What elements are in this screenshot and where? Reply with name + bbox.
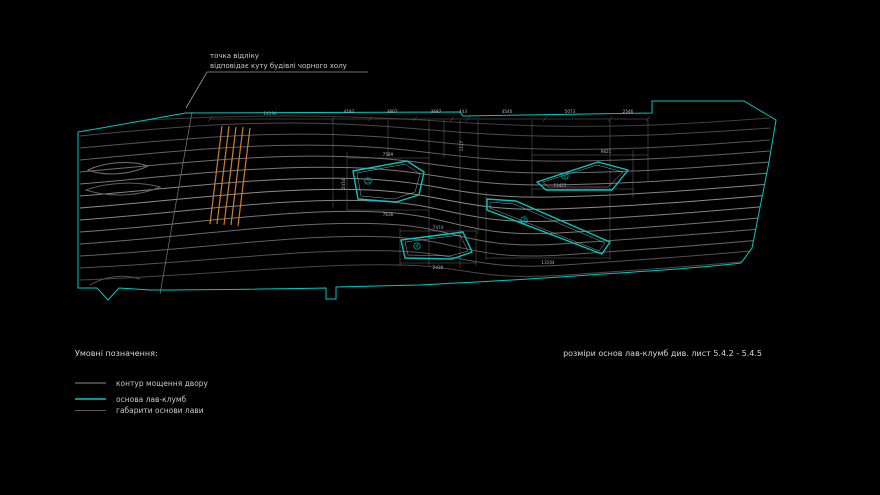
site-boundary-outline: [77, 100, 777, 301]
dim-label: 2434: [341, 178, 346, 189]
dim-label: 443: [459, 109, 467, 114]
bench-base-1: 1: [352, 160, 425, 203]
shape-3-number: 3: [523, 218, 526, 223]
reference-axis-line: [159, 111, 193, 295]
paving-contour-lines: [79, 115, 771, 286]
dim-label: 5073: [565, 109, 576, 114]
shape-3-marker: [520, 216, 528, 224]
annotation-line1: точка відліку: [210, 52, 259, 60]
dim-label: 14194: [263, 111, 277, 116]
bench-base-3: 3: [486, 198, 611, 255]
legend-label-bench-extent: габарити основи лави: [116, 406, 204, 415]
shape-1-marker: [364, 177, 372, 185]
shape-4-number: 4: [416, 244, 419, 249]
legend: Умовні позначення: контур мощення двору …: [75, 349, 209, 415]
dimension-lines: [207, 116, 651, 268]
dim-label: 11421: [553, 183, 567, 188]
dim-label: 2546: [623, 109, 634, 114]
shape-1-number: 1: [367, 179, 370, 184]
legend-label-paving-contour: контур мощення двору: [116, 379, 209, 388]
sheet-reference-note: розміри основ лав-клумб див. лист 5.4.2 …: [563, 349, 762, 358]
dimension-labels: 14194 4182 3807 3687 443 4540 5073 2546 …: [263, 109, 633, 270]
dim-label: 4540: [502, 109, 513, 114]
dim-label: 1127: [459, 140, 464, 151]
shape-2-marker: [561, 172, 569, 180]
dim-label: 3687: [431, 109, 442, 114]
dim-label: 2430: [433, 265, 444, 270]
dim-label: 7589: [383, 152, 394, 157]
shape-2-number: 2: [564, 174, 567, 179]
legend-title: Умовні позначення:: [75, 349, 158, 358]
dim-label: 13104: [541, 260, 555, 265]
orange-marking-lines: [209, 125, 251, 227]
legend-label-bench-base: основа лав-клумб: [116, 395, 187, 404]
shape-4-marker: [413, 242, 421, 250]
dim-label: 3807: [387, 109, 398, 114]
dim-label: 7636: [383, 212, 394, 217]
annotation-leader-line: [185, 71, 368, 109]
reference-point-annotation: точка відліку відповідає куту будівлі чо…: [185, 52, 368, 109]
dim-label: 9821: [601, 149, 612, 154]
bench-base-2: 2: [536, 161, 629, 191]
bench-base-4: 4: [400, 231, 473, 260]
annotation-line2: відповідає куту будівлі чорного холу: [210, 62, 347, 70]
bench-base-shapes: 1 2 3 4: [352, 160, 629, 260]
dim-label: 4182: [344, 109, 355, 114]
dim-label: 7474: [433, 225, 444, 230]
